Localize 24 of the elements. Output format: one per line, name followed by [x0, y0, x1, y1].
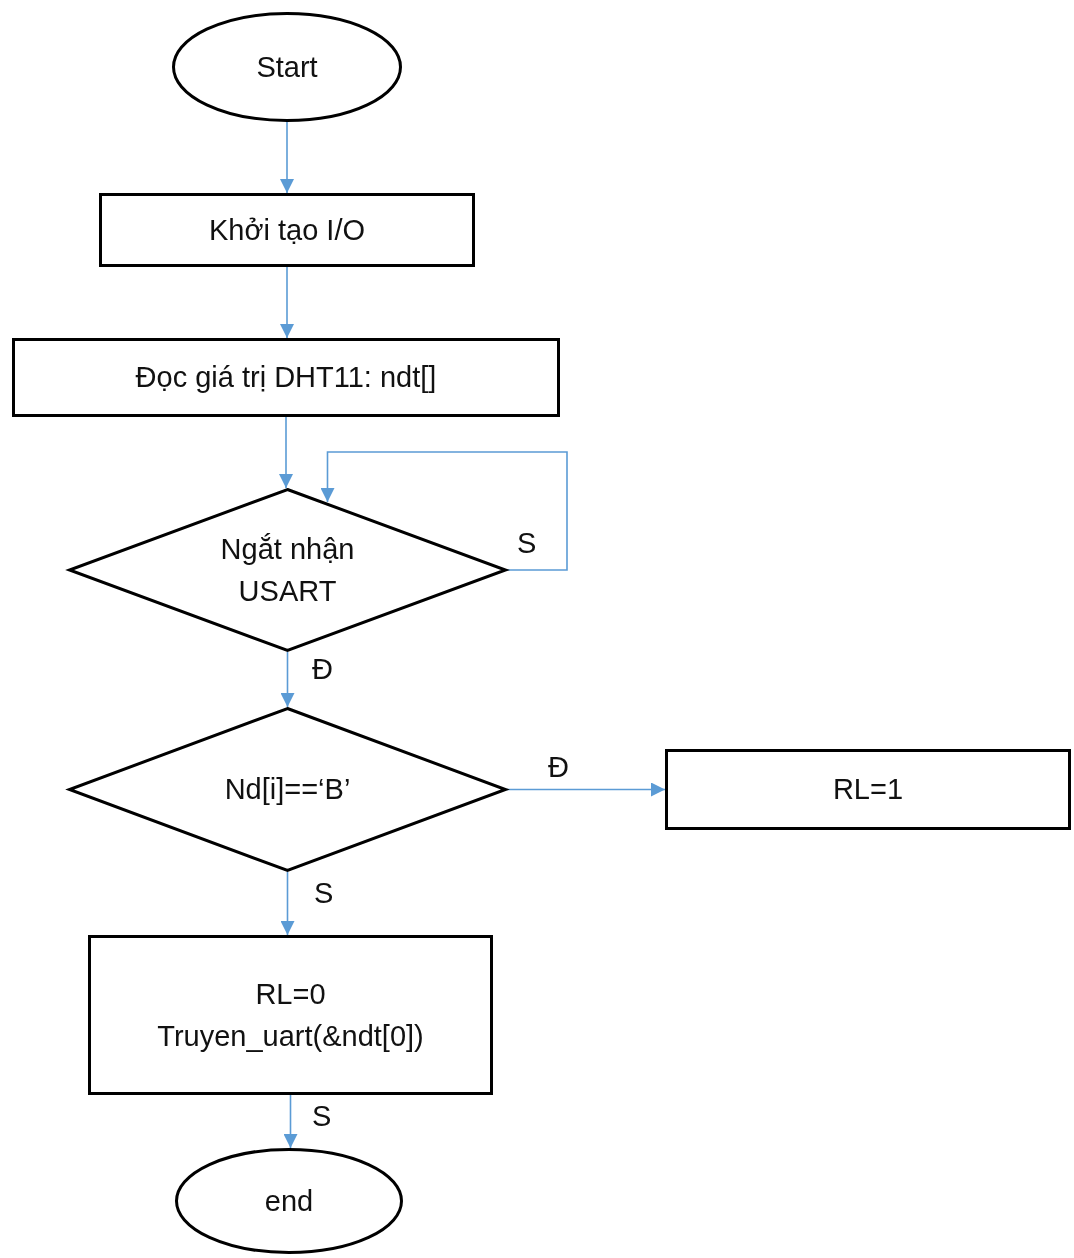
arrow: [280, 871, 295, 936]
process-box: [99, 193, 475, 267]
process-box: [88, 935, 493, 1095]
node-text: Truyen_uart(&ndt[0]): [157, 1019, 424, 1054]
decision-diamond: [68, 488, 507, 652]
terminal-ellipse: [172, 12, 402, 122]
terminal-ellipse: [175, 1148, 403, 1254]
node-text: Nd[i]==‘B’: [224, 772, 351, 808]
decision-diamond: [68, 707, 507, 872]
arrow: [280, 651, 295, 708]
arrow: [320, 451, 568, 571]
node-text: RL=0: [255, 976, 326, 1012]
node-text: Đọc giá trị DHT11: ndt[]: [135, 360, 437, 396]
node-text: end: [264, 1183, 314, 1219]
node-text: Ngắt nhận USART: [219, 531, 356, 609]
arrow: [280, 121, 294, 194]
arrow: [279, 416, 293, 489]
node-text: RL=1: [832, 772, 904, 808]
node-text: Khởi tạo I/O: [209, 212, 365, 248]
process-box: [665, 749, 1071, 830]
node-text: Start: [256, 49, 318, 85]
process-box: [12, 338, 560, 417]
arrow: [280, 266, 294, 339]
arrow: [283, 1094, 298, 1149]
